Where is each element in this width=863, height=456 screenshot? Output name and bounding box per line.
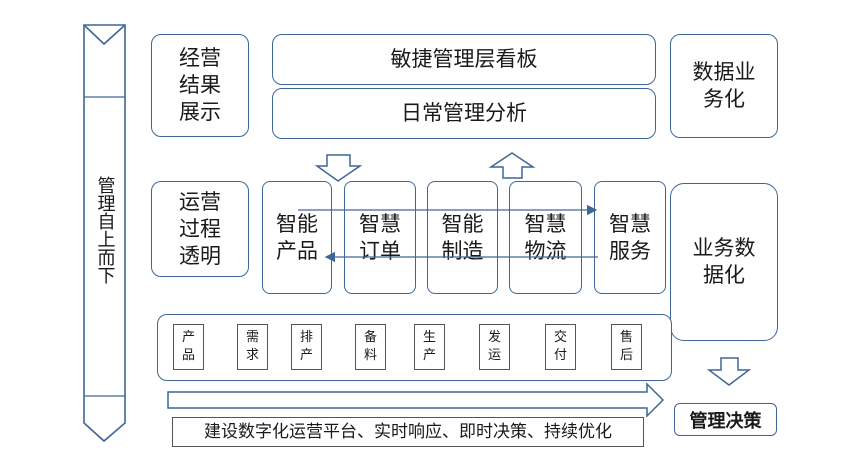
top-down-label: 管理自上而下 — [94, 176, 116, 284]
step-scheduling[interactable]: 排产 — [291, 324, 322, 370]
module-label-smart-manufacturing: 智能制造 — [441, 211, 484, 263]
step-label: 排产 — [299, 330, 313, 363]
platform-text-box: 建设数字化运营平台、实时响应、即时决策、持续优化 — [172, 417, 644, 447]
step-label: 售后 — [619, 330, 633, 363]
management-decision-box[interactable]: 管理决策 — [674, 403, 777, 436]
step-label: 生产 — [422, 330, 436, 363]
step-demand[interactable]: 需求 — [237, 324, 268, 370]
step-label: 交付 — [553, 330, 567, 363]
step-materials[interactable]: 备料 — [355, 324, 386, 370]
business-results-box: 经营结果展示 — [151, 34, 249, 137]
business-results-label: 经营结果展示 — [179, 46, 221, 124]
module-box-smart-product[interactable]: 智能产品 — [262, 181, 332, 294]
module-label-smart-service: 智慧服务 — [609, 211, 651, 263]
data-to-business-box: 数据业务化 — [670, 34, 778, 138]
agile-dashboard-box: 敏捷管理层看板 — [272, 34, 656, 85]
module-box-smart-manufacturing[interactable]: 智能制造 — [427, 181, 498, 294]
step-label: 产品 — [181, 330, 195, 363]
business-to-data-label: 业务数据化 — [692, 236, 756, 287]
step-production[interactable]: 生产 — [414, 324, 445, 370]
daily-analysis-label: 日常管理分析 — [401, 101, 527, 125]
step-delivery[interactable]: 交付 — [545, 324, 576, 370]
module-label-smart-product: 智能产品 — [276, 211, 318, 263]
management-decision-label: 管理决策 — [689, 410, 762, 432]
step-after-sales[interactable]: 售后 — [611, 324, 642, 370]
step-shipping[interactable]: 发运 — [479, 324, 510, 370]
step-label: 发运 — [487, 330, 501, 363]
agile-dashboard-label: 敏捷管理层看板 — [390, 47, 538, 71]
module-label-smart-order: 智慧订单 — [359, 211, 401, 263]
platform-text: 建设数字化运营平台、实时响应、即时决策、持续优化 — [204, 422, 612, 442]
step-label: 需求 — [245, 330, 259, 363]
process-transparency-box: 运营过程透明 — [151, 181, 249, 277]
data-to-business-label: 数据业务化 — [692, 60, 756, 111]
step-product[interactable]: 产品 — [173, 324, 204, 370]
process-transparency-label: 运营过程透明 — [179, 189, 221, 268]
business-to-data-box: 业务数据化 — [670, 183, 778, 341]
module-label-smart-logistics: 智慧物流 — [524, 211, 567, 263]
process-steps-row: 产品 需求 排产 备料 生产 发运 交付 售后 — [157, 324, 672, 372]
module-box-smart-order[interactable]: 智慧订单 — [344, 181, 416, 294]
module-box-smart-service[interactable]: 智慧服务 — [594, 181, 666, 294]
daily-analysis-box: 日常管理分析 — [272, 88, 656, 139]
module-box-smart-logistics[interactable]: 智慧物流 — [509, 181, 582, 294]
step-label: 备料 — [363, 330, 377, 363]
